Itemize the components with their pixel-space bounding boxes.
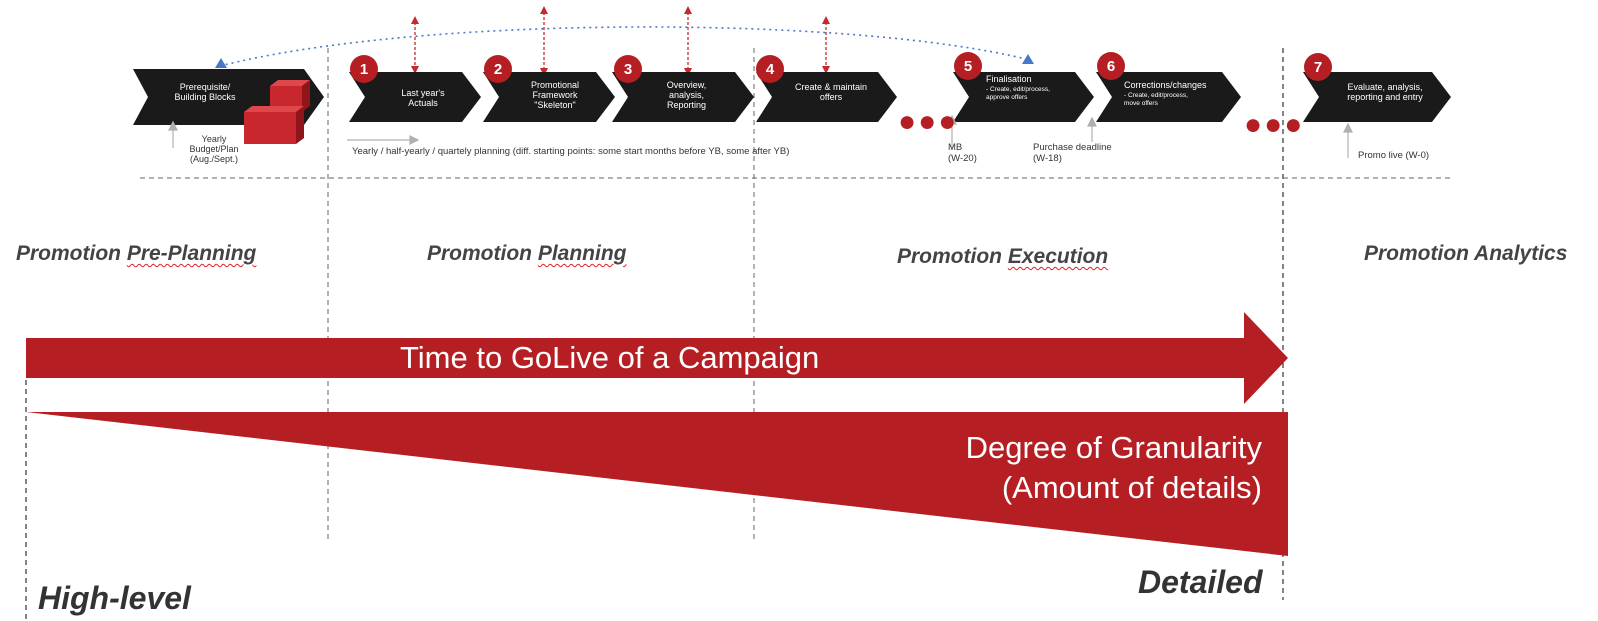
chevron-step-7 <box>1303 72 1451 122</box>
ellipsis-indicator: ●●● <box>1244 108 1305 141</box>
time-arrow-shape <box>26 312 1288 404</box>
granularity-label-line1: Degree of Granularity <box>965 430 1262 465</box>
phase-pre-planning-word: Pre-Planning <box>126 242 257 265</box>
planning-note: Yearly / half-yearly / quartely planning… <box>352 146 790 157</box>
building-blocks-icon <box>244 80 310 144</box>
step-6-badge: 6 <box>1097 52 1125 80</box>
prereq-label: Prerequisite/ Building Blocks <box>174 82 236 102</box>
step-4-badge: 4 <box>756 55 784 83</box>
high-level-label: High-level <box>38 580 191 616</box>
arc-start-arrowhead <box>215 58 227 68</box>
step-6-label: Corrections/changes <box>1124 80 1207 90</box>
step-2-label: Promotional Framework "Skeleton" <box>530 80 580 110</box>
chevron-step-1 <box>349 72 481 122</box>
promo-live-note: Promo live (W-0) <box>1358 150 1430 161</box>
step-1-label: Last year's Actuals <box>401 88 445 108</box>
phase-pre-planning-prefix: Promotion <box>16 242 127 265</box>
step-6-sublabel: - Create, edit/process, move offers <box>1124 92 1188 107</box>
phase-planning-word: Planning <box>537 242 627 265</box>
mb-note: MB (W-20) <box>948 142 977 164</box>
phase-pre-planning: Promotion Pre-Planning <box>16 242 256 266</box>
chevron-step-5 <box>953 72 1094 122</box>
phase-execution-prefix: Promotion <box>897 245 1008 268</box>
time-to-golive-label: Time to GoLive of a Campaign <box>400 340 820 375</box>
chevron-step-6 <box>1096 72 1241 122</box>
phase-planning-prefix: Promotion <box>427 242 538 265</box>
step-7-label: Evaluate, analysis, reporting and entry <box>1347 82 1423 102</box>
step-1-badge: 1 <box>350 55 378 83</box>
detailed-label: Detailed <box>1138 564 1263 600</box>
chevron-step-3 <box>612 72 754 122</box>
purchase-deadline-note: Purchase deadline (W-18) <box>1033 142 1112 164</box>
phase-analytics: Promotion Analytics <box>1364 242 1568 265</box>
step-5-sublabel: - Create, edit/process, approve offers <box>986 86 1050 101</box>
chevron-step-2 <box>483 72 615 122</box>
phase-execution: Promotion Execution <box>897 245 1108 269</box>
dependency-arrows <box>414 12 827 70</box>
budget-note: Yearly Budget/Plan (Aug./Sept.) <box>189 134 239 164</box>
step-5-label: Finalisation <box>986 74 1032 84</box>
phase-execution-word: Execution <box>1007 245 1109 268</box>
step-7-badge: 7 <box>1304 53 1332 81</box>
step-2-badge: 2 <box>484 55 512 83</box>
granularity-wedge <box>26 412 1288 556</box>
feedback-loop-arc <box>219 26 1031 67</box>
chevron-step-4 <box>756 72 897 122</box>
ellipsis-indicator: ●●● <box>898 105 959 138</box>
step-5-badge: 5 <box>954 52 982 80</box>
step-4-label: Create & maintain offers <box>794 82 868 102</box>
phase-planning: Promotion Planning <box>427 242 627 266</box>
granularity-label-line2: (Amount of details) <box>1001 470 1262 505</box>
step-3-label: Overview, analysis, Reporting <box>666 80 707 110</box>
milestone-arrows <box>168 114 1353 158</box>
step-3-badge: 3 <box>614 55 642 83</box>
arc-end-arrowhead <box>1022 54 1034 64</box>
